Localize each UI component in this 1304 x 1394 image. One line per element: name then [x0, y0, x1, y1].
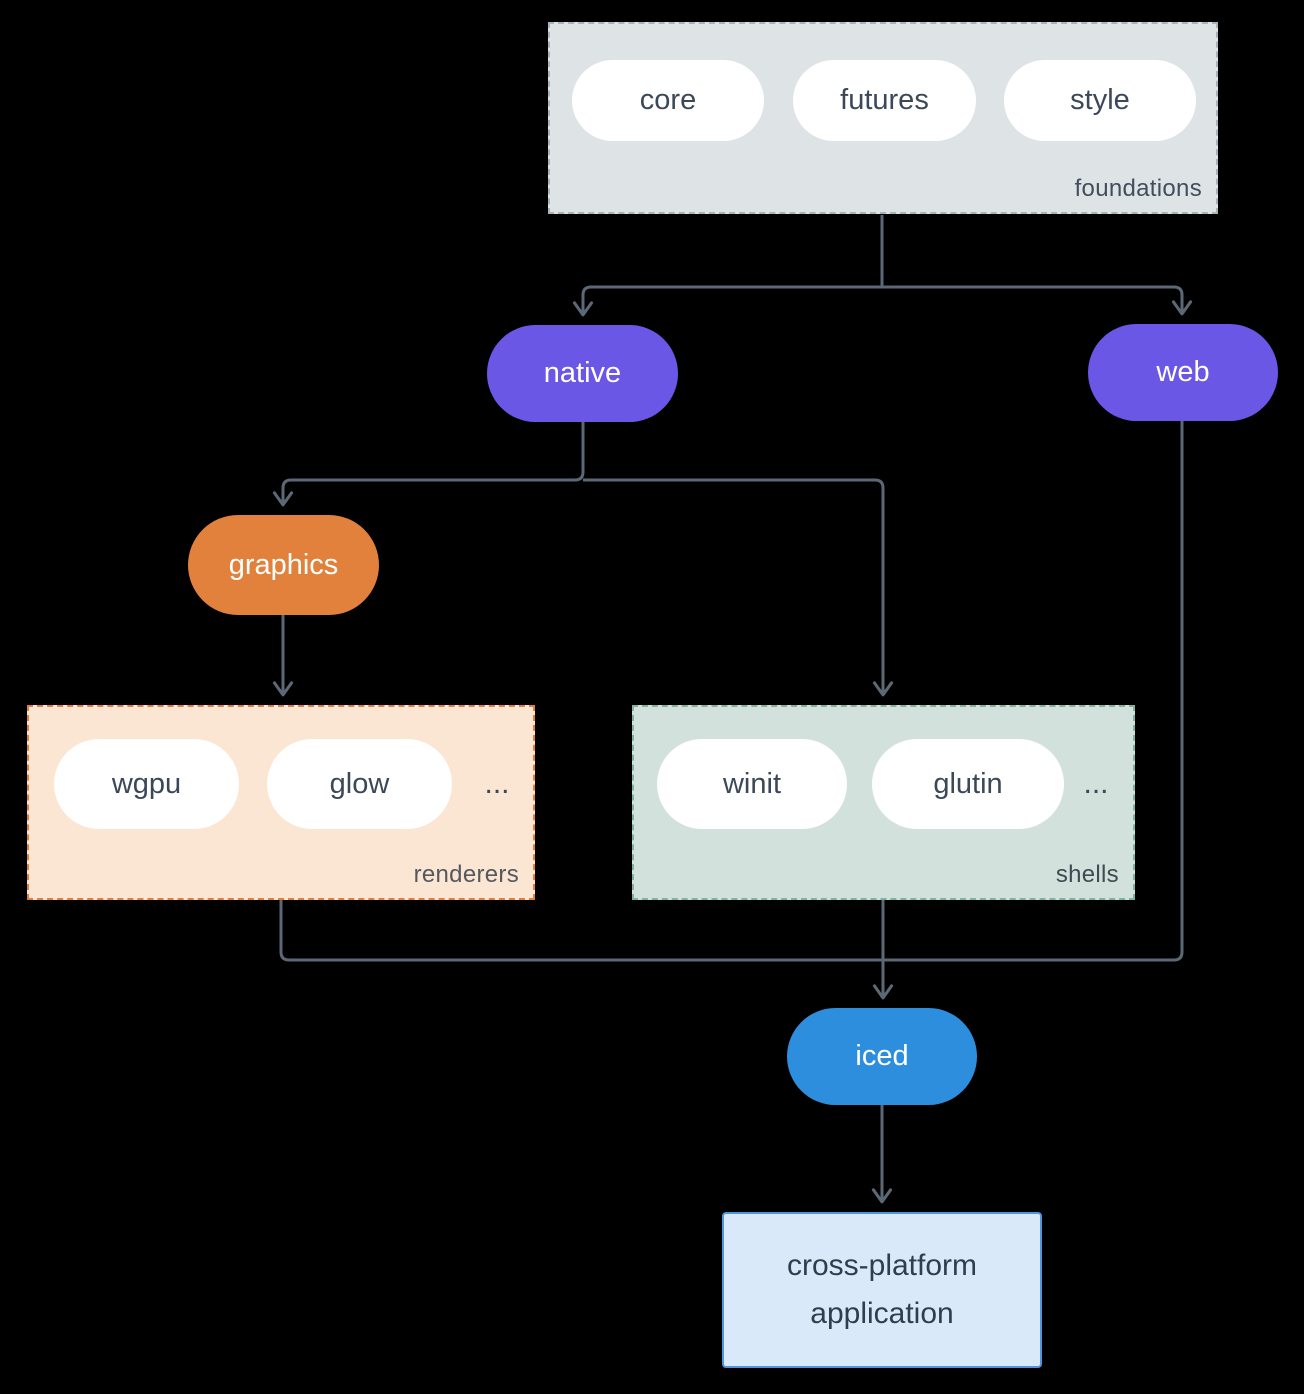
- node-futures: futures: [793, 60, 976, 141]
- node-cross-platform-application-label: cross-platform application: [786, 1249, 978, 1330]
- edge-foundations-web: [882, 285, 1193, 316]
- node-style: style: [1004, 60, 1196, 141]
- node-iced: iced: [787, 1008, 977, 1105]
- node-web: web: [1088, 324, 1278, 421]
- group-shells: winit glutin ... shells: [632, 705, 1135, 900]
- node-glutin-label: glutin: [933, 767, 1003, 800]
- group-label-shells: shells: [1055, 861, 1119, 888]
- node-wgpu: wgpu: [54, 739, 239, 829]
- node-wgpu-label: wgpu: [111, 767, 182, 800]
- node-style-label: style: [1070, 84, 1130, 116]
- node-glow: glow: [267, 739, 452, 829]
- node-native: native: [487, 325, 678, 422]
- node-iced-label: iced: [855, 1040, 909, 1072]
- edge-native-graphics: [272, 422, 585, 507]
- node-futures-label: futures: [840, 84, 929, 116]
- edge-foundations-native: [572, 285, 882, 317]
- edge-renderers-merge: [279, 900, 883, 962]
- node-cross-platform-application: cross-platform application: [722, 1212, 1042, 1368]
- node-winit: winit: [657, 739, 847, 829]
- group-renderers: wgpu glow ... renderers: [27, 705, 535, 900]
- node-graphics: graphics: [188, 515, 379, 615]
- node-glutin: glutin: [872, 739, 1064, 829]
- node-native-label: native: [543, 357, 622, 389]
- edge-native-shells: [583, 478, 894, 697]
- group-label-foundations: foundations: [1074, 175, 1202, 202]
- group-foundations: core futures style foundations: [548, 22, 1218, 214]
- shells-ellipsis: ...: [1083, 767, 1109, 800]
- renderers-ellipsis: ...: [484, 767, 510, 800]
- node-graphics-label: graphics: [228, 548, 339, 581]
- node-winit-label: winit: [722, 767, 781, 800]
- group-label-renderers: renderers: [413, 861, 519, 888]
- node-core-label: core: [639, 84, 697, 116]
- node-core: core: [572, 60, 764, 141]
- edge-web-merge: [883, 421, 1184, 962]
- node-glow-label: glow: [329, 767, 390, 800]
- node-web-label: web: [1156, 356, 1210, 388]
